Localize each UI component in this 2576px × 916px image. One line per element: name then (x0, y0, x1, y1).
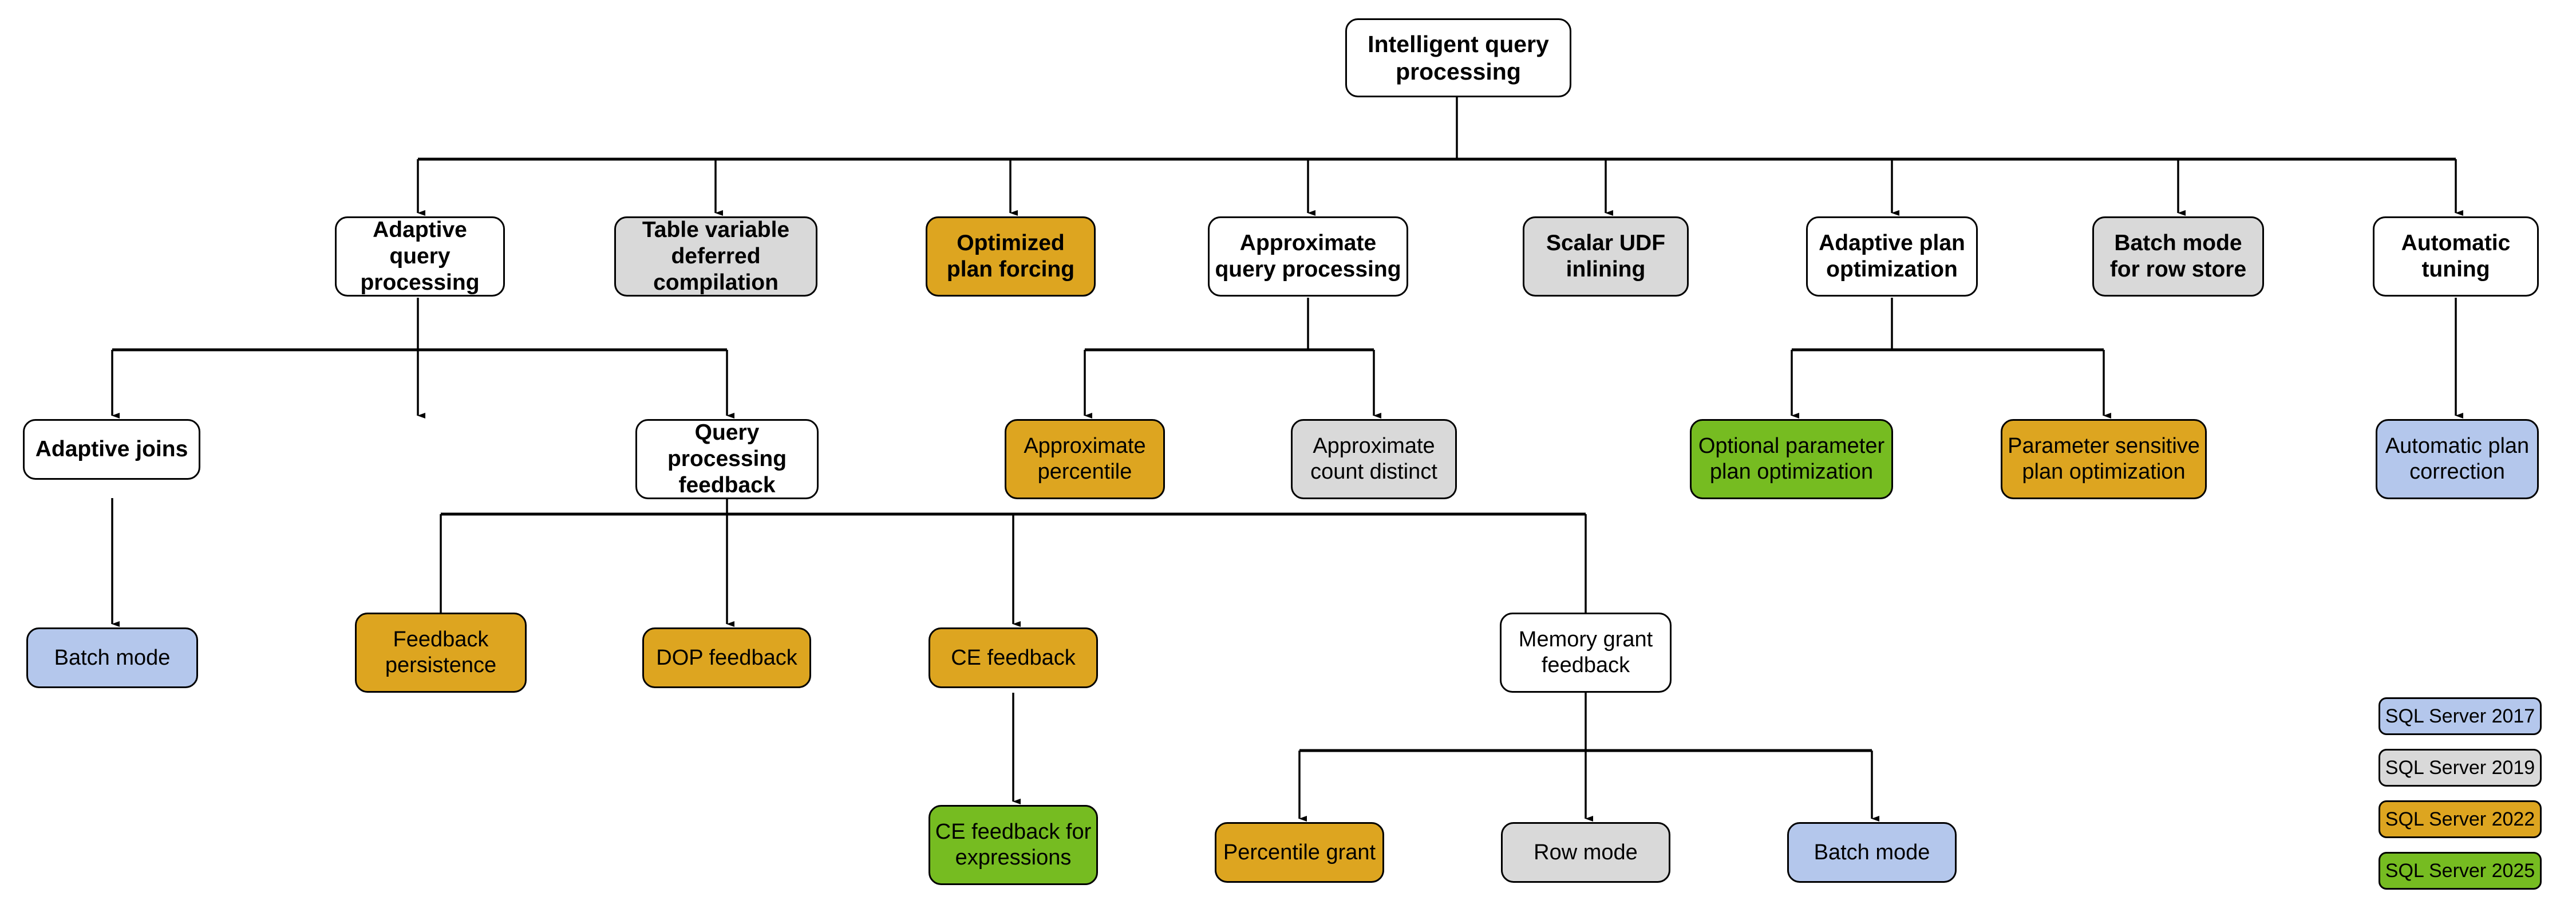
node-label: Table variable deferred compilation (642, 217, 790, 295)
node-label: Automatic plan correction (2385, 434, 2530, 484)
node-label: Adaptive query processing (360, 217, 480, 295)
node-batch-mode-for-row-store[interactable]: Batch mode for row store (2092, 216, 2264, 297)
node-label: Approximate percentile (1024, 434, 1146, 484)
node-ce-feedback-for-expressions[interactable]: CE feedback for expressions (929, 805, 1098, 885)
node-approximate-query-processing[interactable]: Approximate query processing (1208, 216, 1408, 297)
node-memory-grant-feedback[interactable]: Memory grant feedback (1500, 613, 1672, 693)
node-automatic-tuning[interactable]: Automatic tuning (2373, 216, 2539, 297)
legend-item-sql-server-2017[interactable]: SQL Server 2017 (2379, 697, 2542, 735)
legend-label: SQL Server 2017 (2385, 705, 2535, 727)
node-label: Batch mode (54, 645, 171, 670)
node-automatic-plan-correction[interactable]: Automatic plan correction (2376, 419, 2539, 499)
node-dop-feedback[interactable]: DOP feedback (642, 627, 811, 688)
node-label: CE feedback (951, 645, 1076, 670)
node-label: Scalar UDF inlining (1546, 230, 1666, 282)
node-label: Intelligent query processing (1368, 30, 1549, 85)
node-label: Adaptive plan optimization (1819, 230, 1965, 282)
node-label: CE feedback for expressions (935, 820, 1092, 870)
node-adaptive-plan-optimization[interactable]: Adaptive plan optimization (1806, 216, 1978, 297)
node-label: Parameter sensitive plan optimization (2008, 434, 2200, 484)
node-label: Optimized plan forcing (946, 230, 1075, 282)
node-optimized-plan-forcing[interactable]: Optimized plan forcing (926, 216, 1096, 297)
node-label: Feedback persistence (385, 627, 497, 677)
node-batch-mode-memory-grant[interactable]: Batch mode (1787, 822, 1957, 883)
legend-label: SQL Server 2022 (2385, 808, 2535, 830)
node-approximate-percentile[interactable]: Approximate percentile (1005, 419, 1165, 499)
node-label: Query processing feedback (667, 420, 787, 498)
node-label: Approximate query processing (1215, 230, 1401, 282)
node-label: Percentile grant (1223, 840, 1376, 864)
node-intelligent-query-processing[interactable]: Intelligent query processing (1345, 18, 1571, 97)
legend-label: SQL Server 2025 (2385, 859, 2535, 882)
node-parameter-sensitive-plan-optimization[interactable]: Parameter sensitive plan optimization (2001, 419, 2207, 499)
node-feedback-persistence[interactable]: Feedback persistence (355, 613, 527, 693)
node-approximate-count-distinct[interactable]: Approximate count distinct (1291, 419, 1457, 499)
node-row-mode[interactable]: Row mode (1501, 822, 1670, 883)
node-label: Batch mode (1814, 840, 1930, 864)
node-label: Automatic tuning (2401, 230, 2511, 282)
node-label: Batch mode for row store (2109, 230, 2247, 282)
node-label: Approximate count distinct (1310, 434, 1437, 484)
node-adaptive-query-processing[interactable]: Adaptive query processing (335, 216, 505, 297)
legend-item-sql-server-2022[interactable]: SQL Server 2022 (2379, 800, 2542, 838)
node-query-processing-feedback[interactable]: Query processing feedback (635, 419, 819, 499)
node-table-variable-deferred-compilation[interactable]: Table variable deferred compilation (614, 216, 817, 297)
node-optional-parameter-plan-optimization[interactable]: Optional parameter plan optimization (1690, 419, 1893, 499)
node-label: Row mode (1534, 840, 1638, 864)
node-label: Memory grant feedback (1518, 627, 1653, 677)
legend-item-sql-server-2025[interactable]: SQL Server 2025 (2379, 852, 2542, 890)
node-label: DOP feedback (656, 645, 797, 670)
node-percentile-grant[interactable]: Percentile grant (1215, 822, 1384, 883)
node-label: Optional parameter plan optimization (1698, 434, 1885, 484)
node-ce-feedback[interactable]: CE feedback (929, 627, 1098, 688)
legend-item-sql-server-2019[interactable]: SQL Server 2019 (2379, 749, 2542, 787)
legend-label: SQL Server 2019 (2385, 756, 2535, 779)
node-scalar-udf-inlining[interactable]: Scalar UDF inlining (1523, 216, 1689, 297)
node-batch-mode-adaptive-joins[interactable]: Batch mode (26, 627, 198, 688)
node-label: Adaptive joins (35, 436, 188, 461)
node-adaptive-joins[interactable]: Adaptive joins (23, 419, 200, 480)
